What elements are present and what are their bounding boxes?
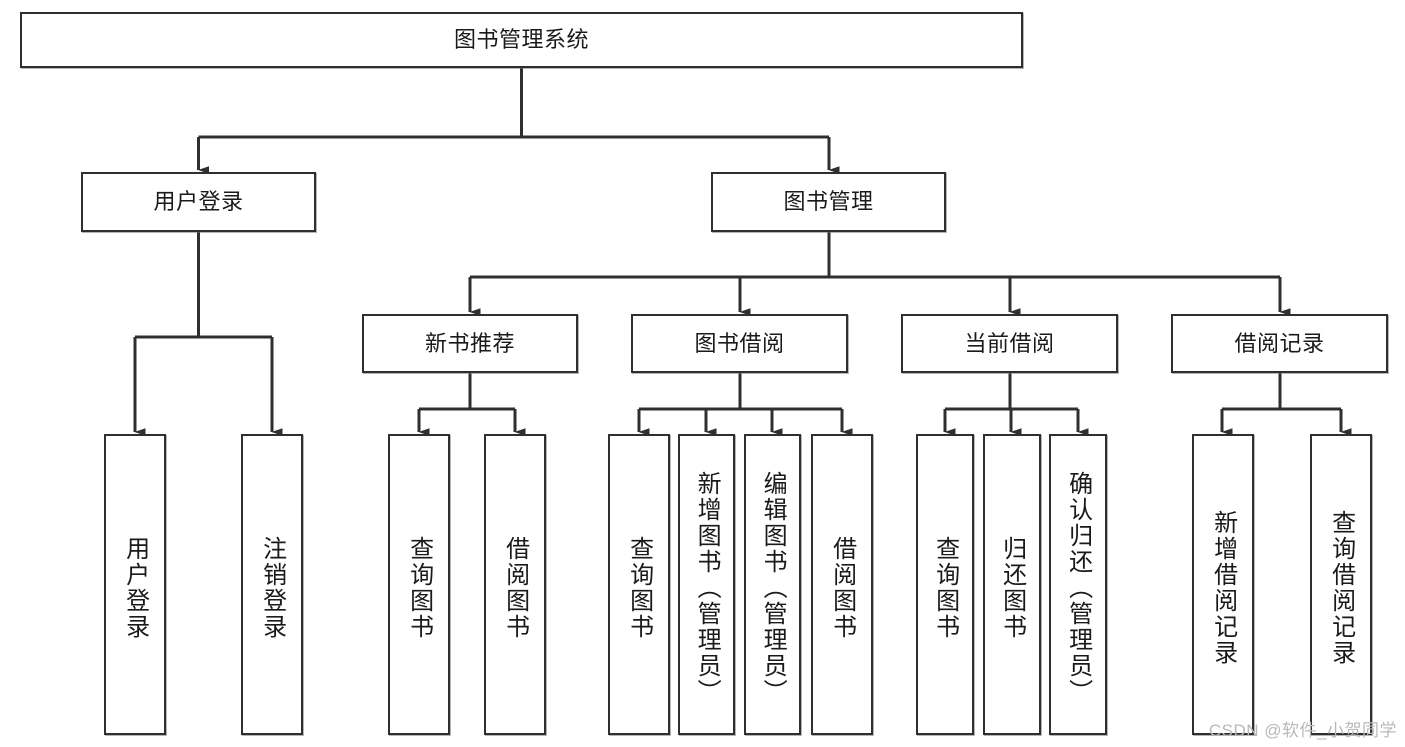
leaf-current-query-book[interactable]: 查询图书 [916, 434, 974, 735]
leaf-recommend-borrow-book[interactable]: 借阅图书 [484, 434, 546, 735]
node-label: 用户登录 [121, 535, 149, 640]
node-label: 确认归还（管理员） [1064, 470, 1092, 705]
node-label: 查询图书 [405, 535, 433, 640]
leaf-record-query-record[interactable]: 查询借阅记录 [1310, 434, 1372, 735]
node-label: 图书管理 [783, 189, 874, 215]
leaf-borrow-query-book[interactable]: 查询图书 [608, 434, 670, 735]
leaf-borrow-borrow-book[interactable]: 借阅图书 [811, 434, 873, 735]
node-label: 新增图书（管理员） [693, 470, 721, 705]
leaf-user-login-logout[interactable]: 注销登录 [241, 434, 303, 735]
node-current-borrow[interactable]: 当前借阅 [901, 314, 1118, 373]
node-user-login[interactable]: 用户登录 [81, 172, 316, 232]
node-label: 注销登录 [258, 535, 286, 640]
node-book-management[interactable]: 图书管理 [711, 172, 946, 232]
node-label: 用户登录 [153, 189, 244, 215]
node-book-borrow[interactable]: 图书借阅 [631, 314, 848, 373]
node-label: 编辑图书（管理员） [759, 470, 787, 705]
leaf-user-login-login[interactable]: 用户登录 [104, 434, 166, 735]
node-label: 借阅记录 [1234, 330, 1325, 356]
node-label: 新书推荐 [424, 330, 515, 356]
leaf-current-return-book[interactable]: 归还图书 [983, 434, 1041, 735]
node-label: 新增借阅记录 [1209, 509, 1237, 666]
leaf-borrow-add-book-admin[interactable]: 新增图书（管理员） [678, 434, 735, 735]
node-label: 查询图书 [625, 535, 653, 640]
node-label: 借阅图书 [501, 535, 529, 640]
node-label: 查询借阅记录 [1327, 509, 1355, 666]
leaf-current-confirm-return-admin[interactable]: 确认归还（管理员） [1049, 434, 1107, 735]
node-borrow-record[interactable]: 借阅记录 [1171, 314, 1388, 373]
leaf-borrow-edit-book-admin[interactable]: 编辑图书（管理员） [744, 434, 801, 735]
node-root-system[interactable]: 图书管理系统 [20, 12, 1023, 68]
leaf-record-add-record[interactable]: 新增借阅记录 [1192, 434, 1254, 735]
node-new-book-recommend[interactable]: 新书推荐 [362, 314, 578, 373]
node-label: 图书管理系统 [453, 27, 589, 53]
node-label: 当前借阅 [964, 330, 1055, 356]
node-label: 图书借阅 [694, 330, 785, 356]
csdn-watermark: CSDN @软件_小贺同学 [1208, 721, 1397, 740]
node-label: 归还图书 [998, 535, 1026, 640]
leaf-recommend-query-book[interactable]: 查询图书 [388, 434, 450, 735]
node-label: 借阅图书 [828, 535, 856, 640]
node-label: 查询图书 [931, 535, 959, 640]
